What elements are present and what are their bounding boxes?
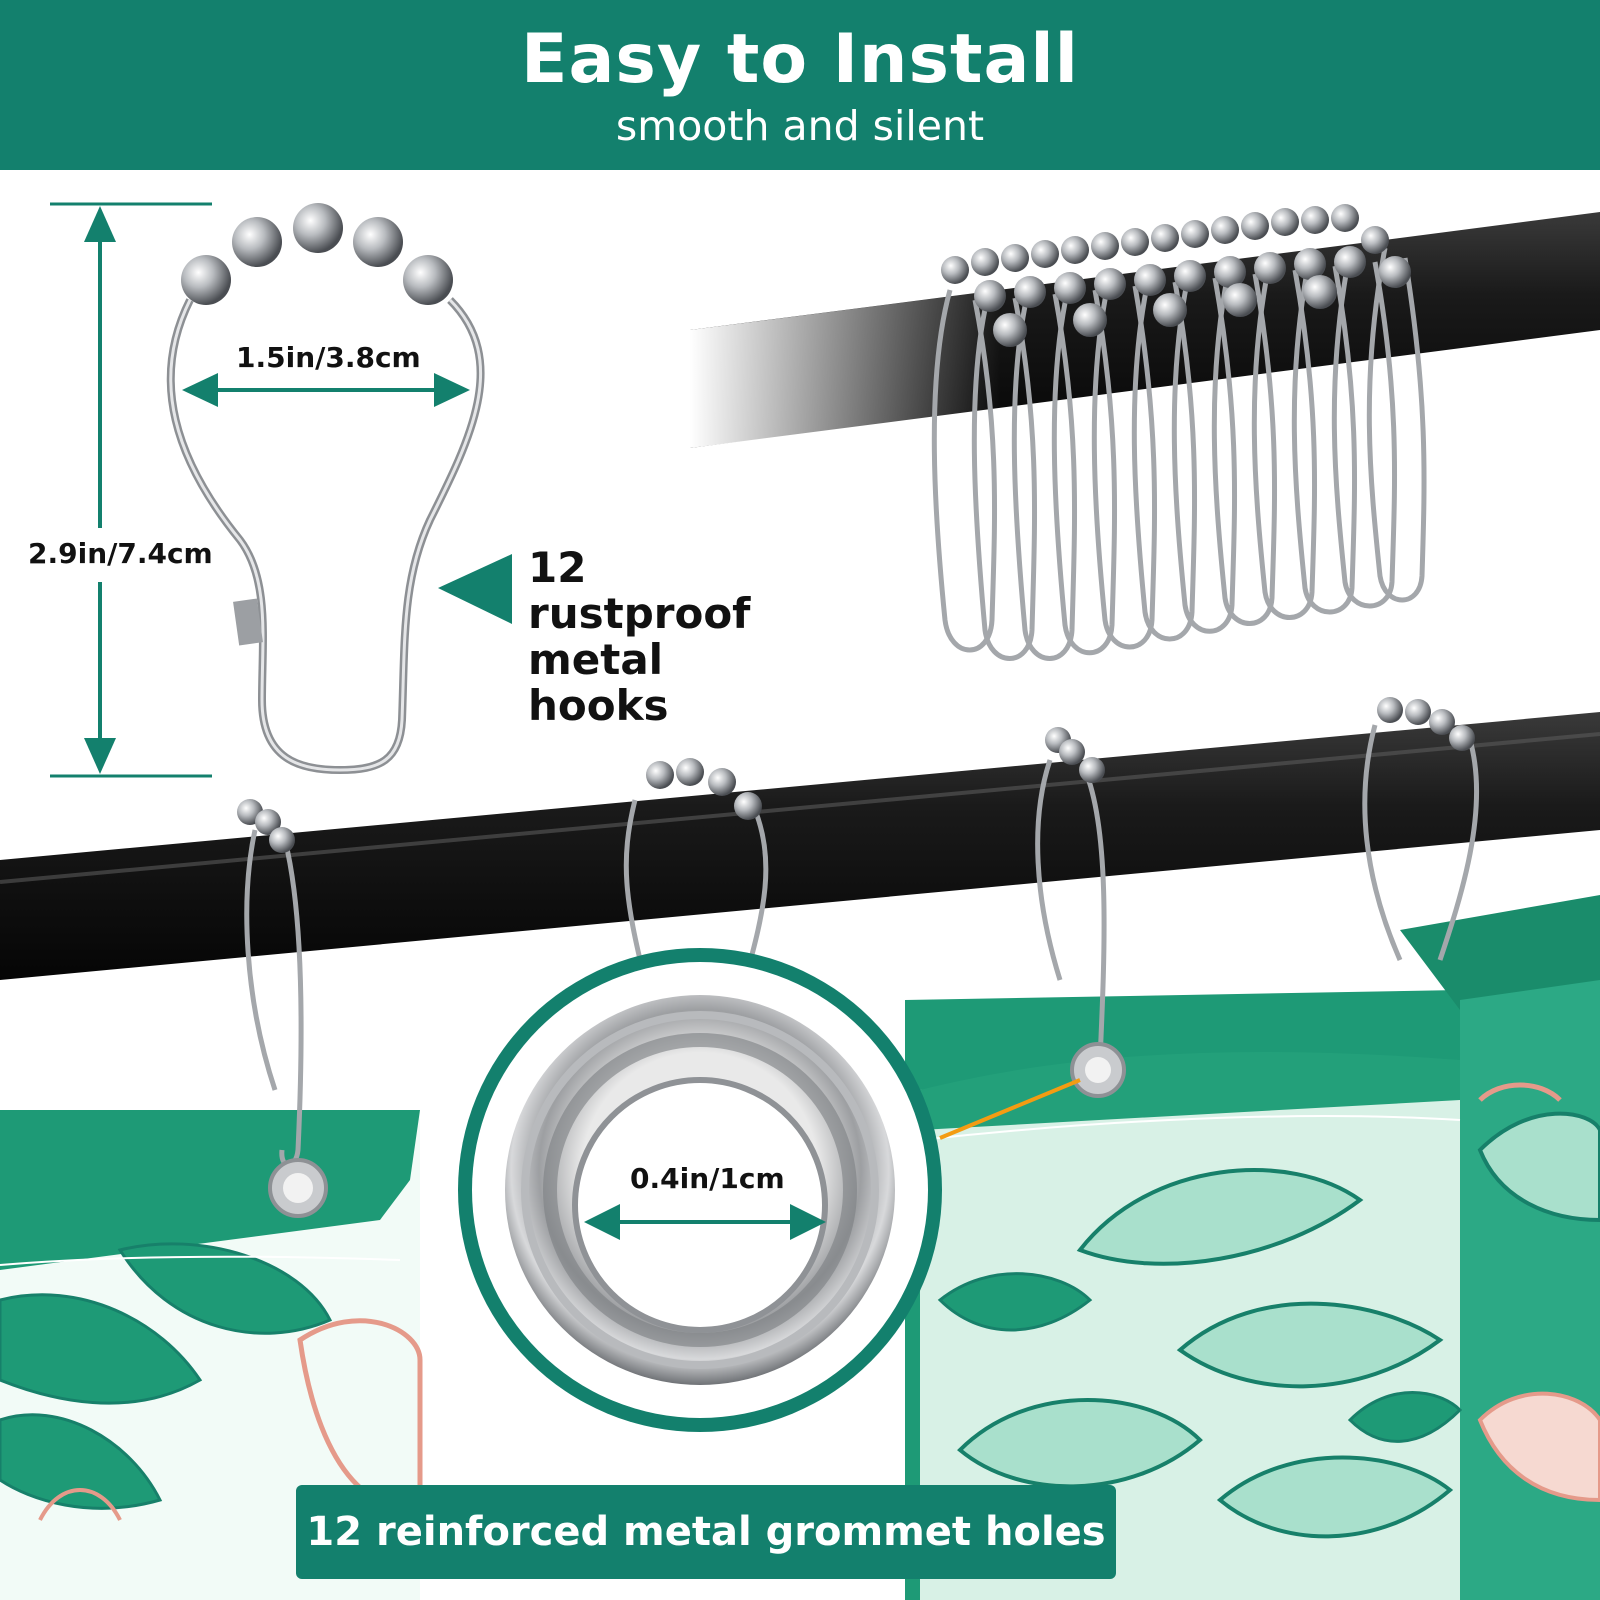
header-banner: Easy to Install smooth and silent <box>0 0 1600 170</box>
page-subtitle: smooth and silent <box>615 102 985 150</box>
grommet-holes-banner: 12 reinforced metal grommet holes <box>296 1485 1116 1579</box>
curtain-on-rod-photo <box>0 697 1600 1600</box>
hook-width-label: 1.5in/3.8cm <box>236 341 421 374</box>
rustproof-hooks-label: 12 rustproof metal hooks <box>528 545 818 729</box>
hook-height-label: 2.9in/7.4cm <box>28 535 213 572</box>
grommet-diameter-label: 0.4in/1cm <box>630 1162 785 1195</box>
rustproof-hooks-text: 12 rustproof metal hooks <box>528 543 751 730</box>
single-hook-diagram <box>50 202 512 778</box>
hooks-on-rod-photo <box>690 204 1600 661</box>
grommet-closeup <box>458 948 942 1432</box>
page-title: Easy to Install <box>521 20 1079 99</box>
